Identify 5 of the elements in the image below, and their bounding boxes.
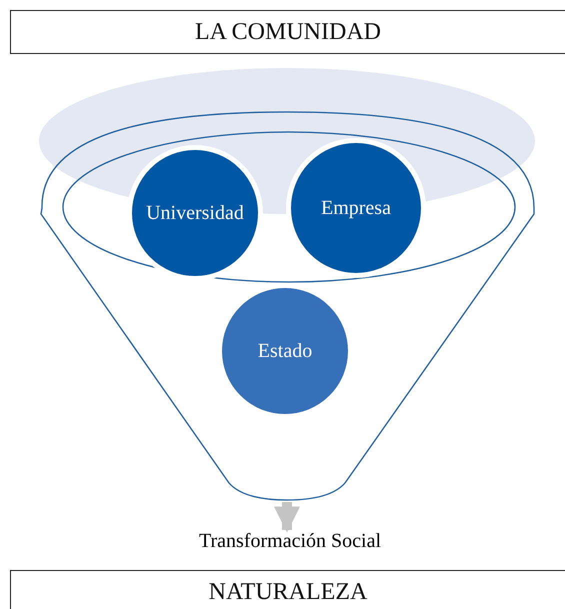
heading-band: LA COMUNIDAD [10, 10, 565, 54]
arrow [274, 502, 300, 533]
result-text: Transformación Social [182, 530, 398, 552]
funnel-drawing [38, 68, 536, 502]
heading-band: NATURALEZA [10, 570, 565, 609]
